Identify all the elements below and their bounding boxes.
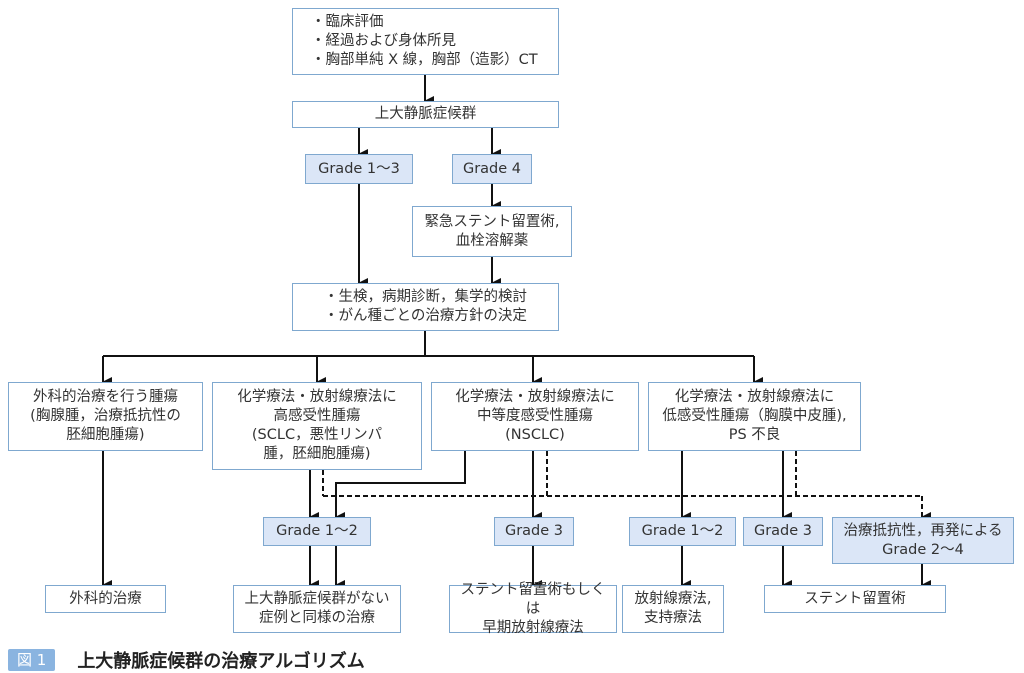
grade-1-2-a-text: Grade 1〜2 (276, 523, 358, 539)
grade-1-3-box: Grade 1〜3 (305, 154, 413, 184)
surgery-box: 外科的治療 (45, 585, 166, 613)
rt-supportive-text: 放射線療法, 支持療法 (634, 591, 712, 626)
grade-3-b-text: Grade 3 (753, 523, 813, 539)
low-sensitivity-text: 化学療法・放射線療法に 低感受性腫瘍（胸膜中皮腫), PS 不良 (662, 389, 847, 443)
grade-1-2-b-box: Grade 1〜2 (629, 517, 736, 546)
grade-4-box: Grade 4 (452, 154, 532, 184)
arrow-moderate-to-grade12a (335, 451, 466, 522)
svc-syndrome-box: 上大静脈症候群 (292, 101, 559, 128)
evaluation-text: ・臨床評価 ・経過および身体所見 ・胸部単純 X 線，胸部（造影）CT (311, 14, 538, 68)
grade-1-2-a-box: Grade 1〜2 (263, 517, 371, 546)
stent-or-early-rt-text: ステント留置術もしくは 早期放射線療法 (460, 581, 606, 636)
evaluation-box: ・臨床評価 ・経過および身体所見 ・胸部単純 X 線，胸部（造影）CT (292, 8, 559, 75)
stent-text: ステント留置術 (804, 590, 906, 607)
biopsy-box: ・生検，病期診断，集学的検討 ・がん種ごとの治療方針の決定 (292, 283, 559, 331)
stent-or-early-rt-box: ステント留置術もしくは 早期放射線療法 (449, 582, 617, 636)
grade-1-3-text: Grade 1〜3 (318, 160, 400, 177)
svc-syndrome-text: 上大静脈症候群 (374, 106, 477, 122)
moderate-sensitivity-text: 化学療法・放射線療法に 中等度感受性腫瘍 (NSCLC) (455, 389, 615, 443)
grade-1-2-b-text: Grade 1〜2 (641, 523, 724, 539)
surgical-tumor-text: 外科的治療を行う腫瘍 (胸腺腫，治療抵抗性の 胚細胞腫瘍) (30, 389, 181, 443)
moderate-sensitivity-box: 化学療法・放射線療法に 中等度感受性腫瘍 (NSCLC) (431, 382, 639, 451)
grade-3-b-box: Grade 3 (743, 517, 823, 546)
grade-4-text: Grade 4 (462, 160, 522, 177)
surgical-tumor-box: 外科的治療を行う腫瘍 (胸腺腫，治療抵抗性の 胚細胞腫瘍) (8, 382, 203, 451)
high-sensitivity-text: 化学療法・放射線療法に 高感受性腫瘍 (SCLC，悪性リンパ 腫，胚細胞腫瘍) (237, 389, 397, 462)
rt-supportive-box: 放射線療法, 支持療法 (622, 585, 724, 633)
grade-3-a-box: Grade 3 (494, 517, 574, 546)
high-sensitivity-box: 化学療法・放射線療法に 高感受性腫瘍 (SCLC，悪性リンパ 腫，胚細胞腫瘍) (212, 382, 422, 470)
grade-3-a-text: Grade 3 (504, 523, 564, 539)
stent-box: ステント留置術 (764, 585, 946, 613)
same-treatment-text: 上大静脈症候群がない 症例と同様の治療 (244, 591, 390, 626)
low-sensitivity-box: 化学療法・放射線療法に 低感受性腫瘍（胸膜中皮腫), PS 不良 (648, 382, 861, 451)
emergency-stent-box: 緊急ステント留置術, 血栓溶解薬 (412, 206, 572, 257)
same-treatment-box: 上大静脈症候群がない 症例と同様の治療 (233, 585, 401, 633)
figure-label: 図 1 (8, 649, 56, 671)
figure-title: 上大静脈症候群の治療アルゴリズム (77, 651, 365, 672)
biopsy-text: ・生検，病期診断，集学的検討 ・がん種ごとの治療方針の決定 (324, 289, 527, 324)
emergency-stent-text: 緊急ステント留置術, 血栓溶解薬 (424, 213, 560, 249)
refractory-box: 治療抵抗性，再発による Grade 2〜4 (832, 517, 1014, 564)
figure-caption: 図 1 上大静脈症候群の治療アルゴリズム (8, 647, 365, 673)
surgery-text: 外科的治療 (69, 590, 142, 607)
refractory-text: 治療抵抗性，再発による Grade 2〜4 (843, 522, 1003, 558)
